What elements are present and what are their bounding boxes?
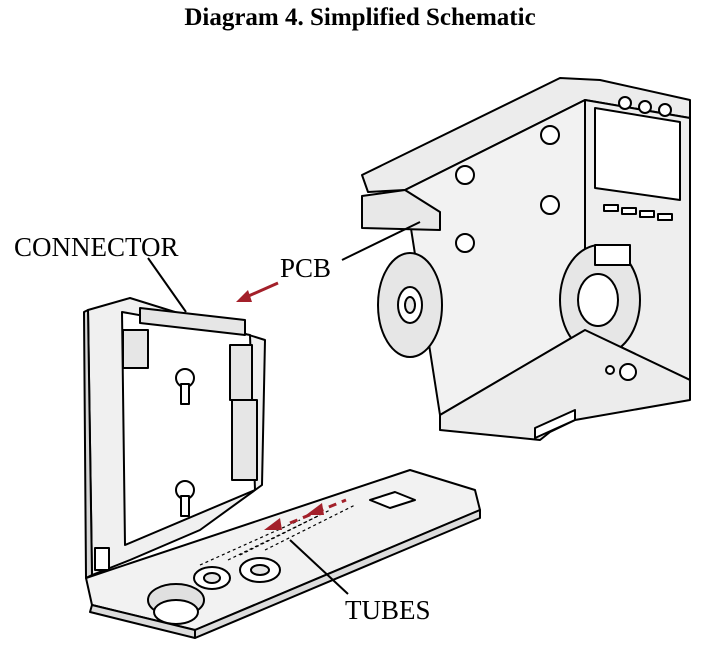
tubes-label: TUBES [345,595,431,625]
assembled-unit [361,77,691,441]
pcb-label: PCB [280,253,331,283]
callout-lines [147,221,421,595]
diagram-title: Diagram 4. Simplified Schematic [184,4,536,31]
base-enclosure [83,297,481,639]
connector-label: CONNECTOR [14,232,179,262]
